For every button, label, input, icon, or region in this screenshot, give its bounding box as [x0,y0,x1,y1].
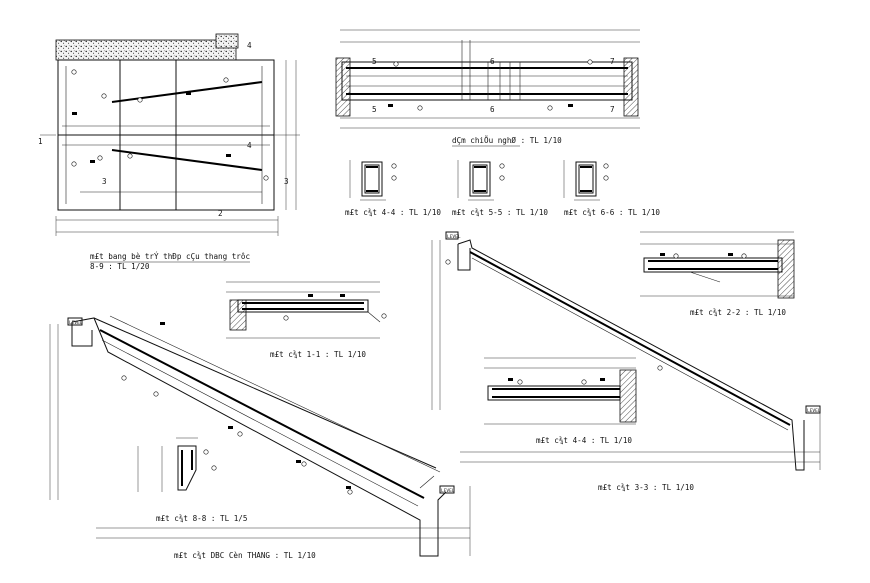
plan-title: m£t bang bè trÝ thÐp cÇu thang trôc [90,252,250,261]
level-tag-upper: LEVEL [447,234,461,240]
beam-section-mark-5b: 5 [372,105,377,114]
section-3-3-title: m£t c¾t 3-3 : TL 1/10 [598,483,694,492]
section-1-1-title: m£t c¾t 1-1 : TL 1/10 [270,350,366,359]
section-6-6-beam: m£t c¾t 6-6 : TL 1/10 [563,160,660,217]
section-2-2: m£t c¾t 2-2 : TL 1/10 [640,231,795,317]
stair-longitudinal-section: LEVEL LEVEL m£t c¾t DBC Cèn THANG : TL 1… [49,315,471,560]
level-tag-lower: LEVEL [807,408,821,414]
section-6-6-title: m£t c¾t 6-6 : TL 1/10 [564,208,660,217]
section-3-3-flight: LEVEL LEVEL m£t c¾t 3-3 : TL 1/10 [431,231,821,492]
beam-section-mark-6: 6 [490,57,495,66]
beam-section-mark-6b: 6 [490,105,495,114]
section-8-8-title: m£t c¾t 8-8 : TL 1/5 [156,514,247,523]
plan-section-mark-4: 4 [247,41,252,50]
section-8-8: m£t c¾t 8-8 : TL 1/5 [137,437,247,523]
section-5-5-title: m£t c¾t 5-5 : TL 1/10 [452,208,548,217]
plan-section-mark-1: 1 [38,137,43,146]
landing-beam-elevation: 5 5 6 6 7 7 dÇm chiÕu nghØ : TL 1/10 [335,29,640,147]
beam-section-mark-5: 5 [372,57,377,66]
beam-section-mark-7: 7 [610,57,615,66]
plan-section-mark-3: 3 [102,177,107,186]
plan-section-mark-3b: 3 [284,177,289,186]
plan-section-mark-2: 2 [218,209,223,218]
section-4-4a-title: m£t c¾t 4-4 : TL 1/10 [345,208,441,217]
section-1-1: m£t c¾t 1-1 : TL 1/10 [226,281,387,359]
beam-title: dÇm chiÕu nghØ : TL 1/10 [452,136,562,145]
stair-section-title: m£t c¾t DBC Cèn THANG : TL 1/10 [174,551,316,560]
level-tag-stair-bottom: LEVEL [441,488,455,494]
section-2-2-title: m£t c¾t 2-2 : TL 1/10 [690,308,786,317]
section-4-4-beam: m£t c¾t 4-4 : TL 1/10 [345,160,441,217]
beam-section-mark-7b: 7 [610,105,615,114]
stair-reinforcement-plan: 1 2 3 3 4 4 m£t bang bè trÝ thÐp cÇu tha… [38,33,300,271]
plan-axis-scale: 8-9 : TL 1/20 [90,262,150,271]
plan-section-mark-4b: 4 [247,141,252,150]
section-4-4b-title: m£t c¾t 4-4 : TL 1/10 [536,436,632,445]
section-4-4-slab: m£t c¾t 4-4 : TL 1/10 [484,357,637,445]
level-tag-stair-top: LEVEL [69,320,83,326]
section-5-5-beam: m£t c¾t 5-5 : TL 1/10 [452,160,548,217]
